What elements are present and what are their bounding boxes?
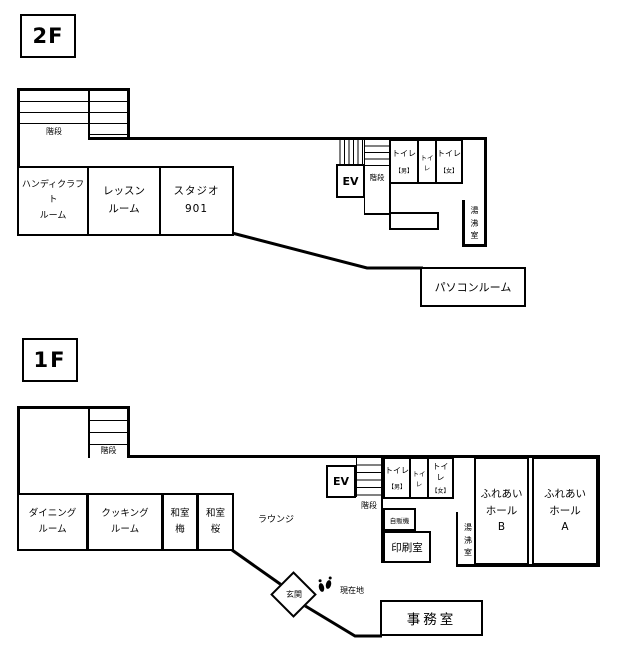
stair-treads-2f-right (90, 91, 127, 137)
toilet-label: トイレ (392, 149, 416, 158)
wall-segment (456, 512, 458, 567)
toilet-mid-1f: トイレ (409, 457, 429, 499)
toilet-women-sub: 【女】 (431, 487, 450, 495)
toilet-label: トイレ (437, 149, 461, 158)
unlabeled-room-2f (389, 212, 439, 230)
elevator-1f: EV (326, 465, 356, 498)
room-hall-b: ふれあい ホール B (474, 457, 529, 565)
hot-water-room-2f: 湯 沸 室 (470, 206, 479, 241)
toilet-men-sub: 【男】 (387, 484, 406, 491)
room-hall-a: ふれあい ホール A (532, 457, 598, 565)
wall-segment (484, 137, 487, 247)
floor-title-2f: 2F (20, 14, 76, 58)
stair-treads-2f-mid (365, 140, 389, 166)
toilet-men-2f: トイレ 【男】 (389, 139, 419, 184)
toilet-label: トイレ (420, 153, 434, 172)
room-washitsu-sakura: 和室 桜 (197, 493, 234, 551)
toilet-label: トイレ (432, 462, 449, 483)
room-handicraft: ハンディクラフト ルーム (17, 166, 89, 236)
wall-segment (456, 564, 600, 567)
elevator-shaft-hatch-2f (336, 140, 364, 165)
stairs-label-2f-mid: 階段 (369, 173, 385, 182)
hot-water-room-1f: 湯 沸 室 (464, 523, 472, 558)
elevator-2f: EV (336, 164, 365, 198)
entrance-path-lower-1f (301, 602, 382, 638)
toilet-men-sub: 【男】 (394, 168, 413, 175)
toilet-women-sub: 【女】 (439, 168, 458, 175)
footprints-icon (318, 576, 332, 592)
lounge-label: ラウンジ (257, 514, 294, 525)
wall-segment (17, 88, 130, 91)
room-pc: パソコンルーム (420, 267, 526, 307)
wall-segment (88, 88, 90, 140)
toilet-women-1f: トイレ 【女】 (427, 457, 454, 499)
wall-segment (127, 406, 130, 458)
entrance-path-upper-1f (231, 548, 284, 588)
entrance-label: 玄関 (286, 589, 302, 599)
toilet-women-2f: トイレ 【女】 (435, 139, 463, 184)
wall-segment (381, 458, 383, 563)
stair-treads-1f-mid (356, 458, 383, 497)
stair-treads-1f-top (90, 409, 127, 447)
current-location-label: 現在地 (340, 586, 364, 595)
corridor-path-2f (231, 231, 423, 270)
toilet-label: トイレ (385, 466, 409, 475)
room-print: 印刷室 (383, 531, 431, 563)
toilet-label: トイレ (412, 470, 426, 488)
floor-title-1f: 1F (22, 338, 78, 382)
wall-segment (88, 137, 130, 140)
wall-segment (597, 455, 600, 567)
room-studio-901: スタジオ 901 (159, 166, 234, 236)
wall-segment (17, 88, 20, 169)
wall-segment (88, 406, 90, 458)
toilet-men-1f: トイレ 【男】 (383, 457, 411, 499)
stairs-label-2f-top: 階段 (46, 126, 62, 136)
stairs-label-1f-top: 階段 (100, 446, 117, 455)
room-office: 事務室 (380, 600, 483, 636)
wall-segment (462, 200, 465, 247)
stairwell-2f: 階段 (364, 140, 391, 215)
room-cooking: クッキング ルーム (87, 493, 163, 551)
wall-segment (127, 88, 130, 140)
room-washitsu-ume: 和室 梅 (162, 493, 198, 551)
wall-segment (17, 406, 20, 496)
room-lesson: レッスン ルーム (87, 166, 161, 236)
wall-segment (127, 137, 487, 140)
room-dining: ダイニング ルーム (17, 493, 88, 551)
wall-segment (462, 244, 487, 247)
wall-segment (17, 406, 130, 409)
stair-treads-2f-left (20, 91, 88, 125)
toilet-mid-2f: トイレ (417, 139, 437, 184)
vending-machine: 自販機 (383, 508, 416, 531)
stairs-label-1f-mid: 階段 (361, 501, 377, 510)
wall-segment (127, 455, 600, 458)
